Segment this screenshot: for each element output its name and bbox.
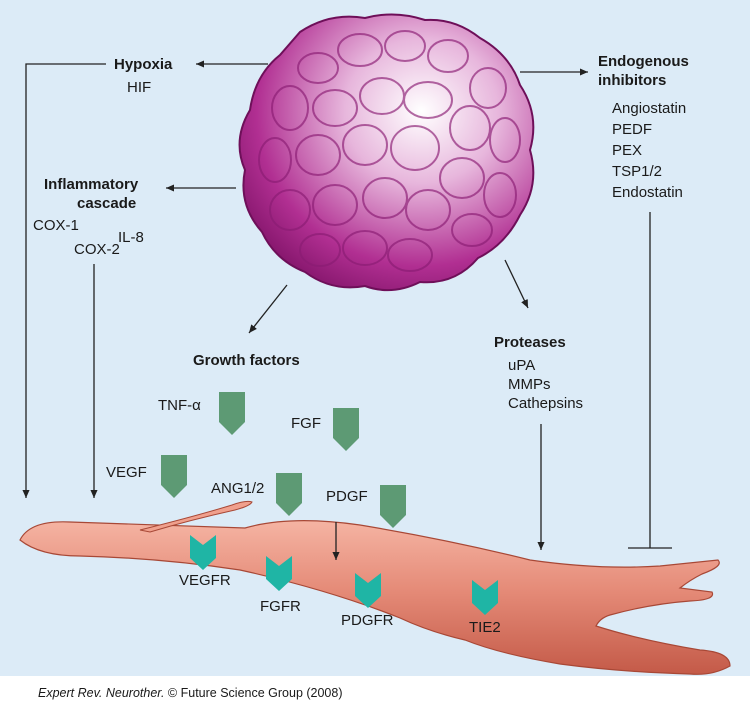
ligand-vegf xyxy=(161,455,187,498)
credit-rest: © Future Science Group (2008) xyxy=(164,686,343,700)
ligand-tnf-alpha xyxy=(219,392,245,435)
hypoxia-title: Hypoxia xyxy=(114,56,173,73)
receptor-label-tie2: TIE2 xyxy=(469,619,501,636)
tumor-cells xyxy=(258,30,521,272)
receptor-tie2 xyxy=(472,580,498,615)
credit-line: Expert Rev. Neurother. © Future Science … xyxy=(38,686,343,700)
receptor-pdgfr xyxy=(355,573,381,608)
endogenous-title-line2: inhibitors xyxy=(598,72,667,89)
endogenous-item-pedf: PEDF xyxy=(612,121,653,138)
growth-factor-fgf: FGF xyxy=(291,415,321,432)
endogenous-item-angiostatin: Angiostatin xyxy=(612,100,687,117)
receptor-fgfr xyxy=(266,556,292,591)
ligand-ang12 xyxy=(276,473,302,516)
arrows xyxy=(22,60,672,560)
hypoxia-item-hif: HIF xyxy=(127,79,152,96)
growth-factor-vegf: VEGF xyxy=(106,464,147,481)
endogenous-item-endostatin: Endostatin xyxy=(612,184,683,201)
arrow-to-proteases xyxy=(504,259,529,309)
growth-factors-title: Growth factors xyxy=(193,352,300,369)
growth-factor-pdgf: PDGF xyxy=(326,488,368,505)
inflammatory-item-cox2: COX-2 xyxy=(74,241,120,258)
protease-mmps: MMPs xyxy=(508,376,551,393)
endogenous-item-tsp12: TSP1/2 xyxy=(612,163,663,180)
tumor-mass xyxy=(238,13,535,292)
inflammatory-title-line2: cascade xyxy=(77,195,137,212)
growth-factor-tnf-alpha: TNF-α xyxy=(158,397,201,414)
endogenous-title-line1: Endogenous xyxy=(598,53,689,70)
receptor-vegfr xyxy=(190,535,216,570)
receptor-label-vegfr: VEGFR xyxy=(179,572,231,589)
hypoxia-to-vessel-arrow xyxy=(22,63,106,498)
inflammatory-item-cox1: COX-1 xyxy=(33,217,79,234)
proteases-title: Proteases xyxy=(494,334,566,351)
diagram-art xyxy=(19,13,731,675)
receptor-label-fgfr: FGFR xyxy=(260,598,301,615)
inflammatory-title-line1: Inflammatory xyxy=(44,176,139,193)
ligand-pdgf xyxy=(380,485,406,528)
growth-factor-ligands xyxy=(161,392,406,528)
protease-upa: uPA xyxy=(508,357,536,374)
protease-cathepsins: Cathepsins xyxy=(508,395,584,412)
receptors xyxy=(190,535,498,615)
ligand-fgf xyxy=(333,408,359,451)
inflammatory-item-il8: IL-8 xyxy=(118,229,144,246)
receptor-label-pdgfr: PDGFR xyxy=(341,612,394,629)
arrow-to-growth-factors xyxy=(248,284,288,334)
credit-journal: Expert Rev. Neurother. xyxy=(38,686,165,700)
growth-factor-ang12: ANG1/2 xyxy=(211,480,265,497)
endogenous-item-pex: PEX xyxy=(612,142,643,159)
